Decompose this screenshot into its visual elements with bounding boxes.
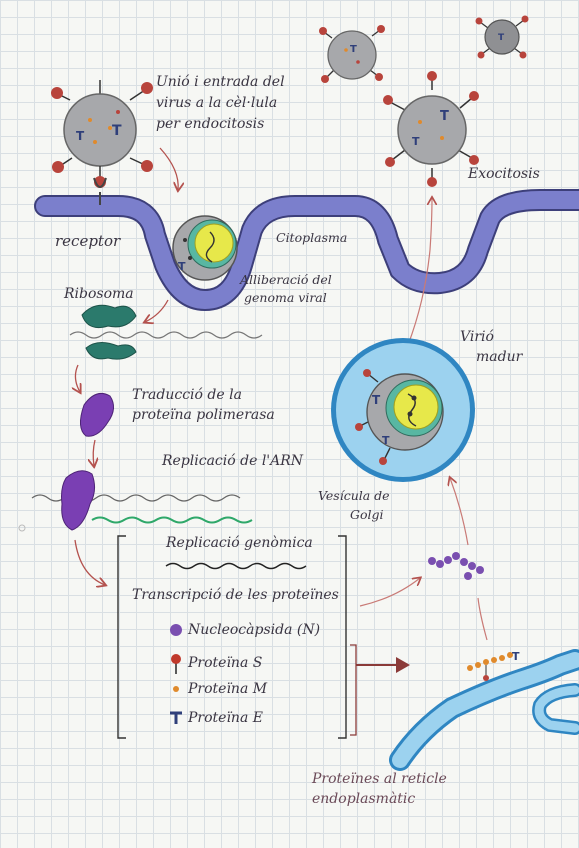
arrow-entry [159, 147, 178, 190]
virus-exiting-medium: T [319, 25, 385, 83]
label-mature-line1: Virió [460, 329, 494, 345]
svg-text:T: T [412, 135, 420, 148]
er-proteins: T [467, 650, 520, 681]
rna-strand-green [91, 516, 253, 524]
svg-text:T: T [512, 650, 520, 663]
svg-text:T: T [382, 434, 390, 447]
label-ribosome: Ribosoma [64, 286, 134, 302]
arrow-exocytosis [407, 198, 432, 346]
label-cytoplasm: Citoplasma [276, 230, 348, 245]
legend-nucleocapsid-label: Nucleocàpsida (N) [188, 622, 321, 638]
label-entry-line2: virus a la cèl·lula [156, 95, 278, 111]
label-receptor: receptor [55, 232, 121, 250]
box-bracket-right [338, 535, 347, 739]
legend-protein-m-label: Proteïna M [188, 681, 268, 697]
label-er-line1: Proteïnes al reticle [312, 771, 447, 787]
assembling-particles [428, 552, 484, 580]
svg-text:T: T [498, 33, 505, 43]
arrow-to-box [74, 539, 105, 585]
arrow-to-particles [359, 578, 420, 607]
purple-circle-icon [170, 624, 182, 636]
orange-dot-icon [173, 686, 179, 692]
legend-bracket [350, 644, 357, 736]
label-entry-line1: Unió i entrada del [156, 74, 285, 90]
polymerase-protein [80, 393, 114, 437]
arrow-ribosome-down [75, 364, 80, 392]
label-transcription: Transcripció de les proteïnes [132, 587, 339, 603]
label-entry-line3: per endocitosis [156, 116, 265, 132]
svg-text:T: T [112, 123, 122, 139]
legend-protein-e-label: Proteïna E [188, 710, 263, 726]
label-release-line2: genoma viral [244, 290, 327, 305]
arrow-to-golgi [450, 478, 469, 546]
svg-text:T: T [440, 109, 449, 124]
label-golgi-line1: Vesícula de [318, 488, 390, 503]
label-translation-line1: Traducció de la [132, 387, 242, 403]
polymerase-replicating [61, 470, 96, 531]
spike-protein-icon [171, 654, 181, 674]
svg-text:T: T [372, 393, 381, 407]
label-er-line2: endoplasmàtic [312, 791, 416, 807]
mrna-strand-1 [69, 331, 263, 339]
ribosome [81, 304, 137, 360]
arrow-polymerase-down [93, 439, 95, 466]
label-translation-line2: proteïna polimerasa [132, 407, 275, 423]
virus-exiting-small: T [475, 15, 529, 59]
label-exocytosis: Exocitosis [468, 166, 540, 182]
paper-hole-mark [18, 524, 26, 532]
svg-text:T: T [350, 44, 357, 55]
label-mature-line2: madur [476, 349, 523, 365]
label-golgi-line2: Golgi [350, 507, 384, 522]
virus-entering: T T [51, 80, 153, 205]
arrow-release [145, 299, 169, 322]
label-genomic-replication: Replicació genòmica [166, 535, 313, 551]
t-protein-icon [170, 711, 182, 724]
label-rna-replication: Replicació de l'ARN [162, 453, 304, 469]
label-release-line1: Alliberació del [240, 272, 332, 287]
svg-text:T: T [178, 260, 186, 273]
virus-exiting-large: T T [383, 71, 479, 187]
legend-protein-s-label: Proteïna S [188, 655, 263, 671]
arrow-er-up [477, 597, 488, 641]
mature-virion: T T [355, 369, 444, 465]
svg-text:T: T [76, 129, 85, 143]
genomic-replication-wave [165, 562, 307, 570]
virus-in-endosome: T [172, 215, 238, 281]
box-bracket-left [117, 535, 126, 739]
